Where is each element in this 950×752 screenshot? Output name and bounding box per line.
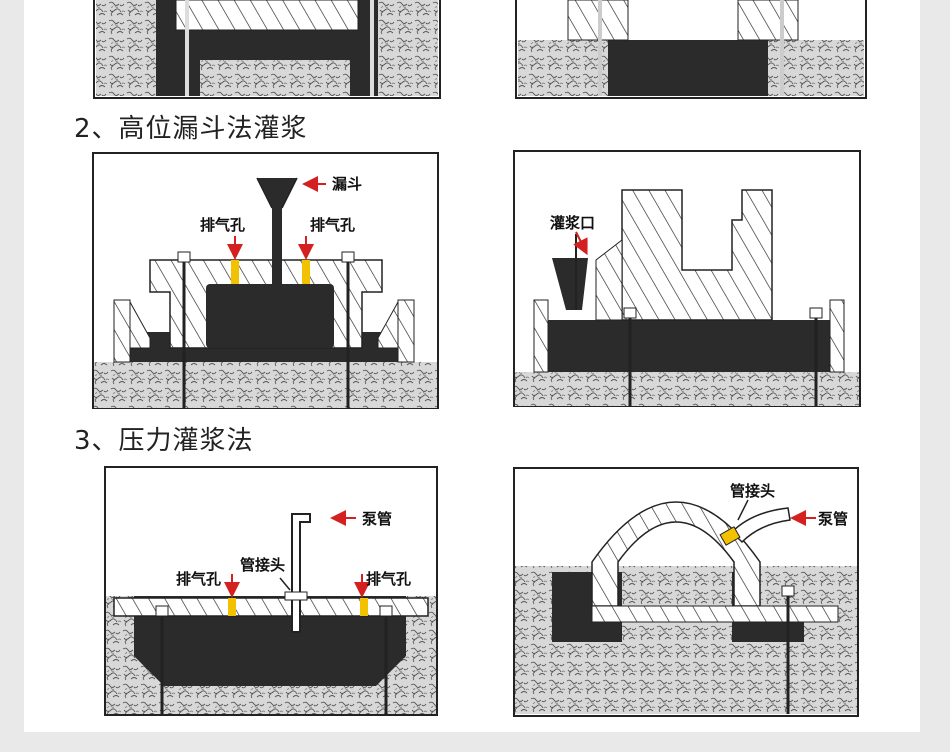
label-vent-right: 排气孔 [366,570,411,588]
section-title-pressure: 3、压力灌浆法 [74,426,254,456]
high-funnel-diagram-right: 灌浆口 [512,150,864,408]
arrow-down-icon [573,231,588,256]
label-vent-left: 排气孔 [200,216,245,234]
section1-left-diagram-remnant [72,0,464,100]
label-pump-pipe-right: 泵管 [818,510,848,528]
label-vent-left: 排气孔 [176,570,221,588]
vent-left-marker [231,260,239,284]
section-title-high-funnel: 2、高位漏斗法灌浆 [74,114,308,144]
section1-right-diagram-remnant [510,0,882,104]
vent-right-marker [302,260,310,284]
pressure-diagram-left: 泵管 管接头 排气孔 排气孔 [104,466,440,718]
label-pipe-joint: 管接头 [240,556,285,574]
document-page: 2、高位漏斗法灌浆 [24,0,920,732]
pressure-diagram-right: 管接头 泵管 [512,462,862,718]
label-inlet: 灌浆口 [550,214,595,232]
high-funnel-diagram-left: 漏斗 排气孔 排气孔 [92,152,442,410]
label-pipe-joint-right: 管接头 [730,482,775,500]
label-pump-pipe: 泵管 [362,510,392,528]
label-vent-right: 排气孔 [310,216,355,234]
label-funnel: 漏斗 [332,175,362,193]
